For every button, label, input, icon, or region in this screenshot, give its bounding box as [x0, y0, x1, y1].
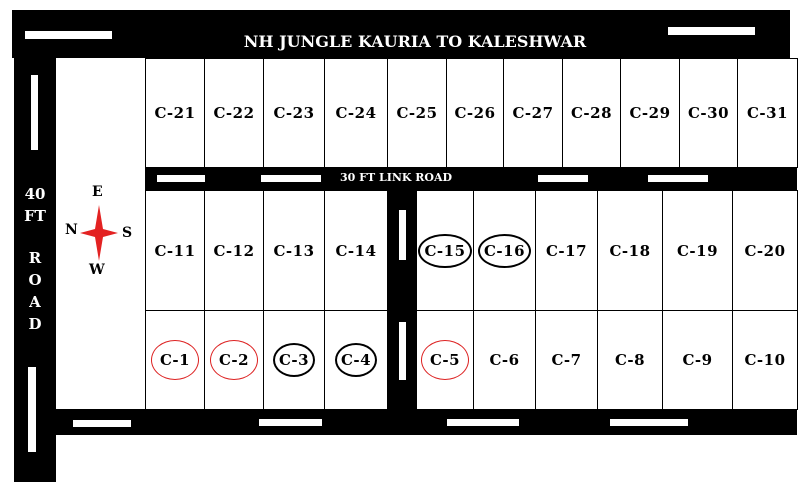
- plot-c-17: C-17: [535, 190, 598, 311]
- plot-label: C-3: [272, 343, 316, 377]
- plot-c-21: C-21: [145, 58, 205, 168]
- link-road: [145, 167, 797, 190]
- plot-c-14: C-14: [324, 190, 388, 311]
- plot-c-22: C-22: [204, 58, 264, 168]
- plot-c-16: C-16: [473, 190, 536, 311]
- road-marking: [538, 175, 588, 182]
- road-label-part: FT: [24, 207, 46, 225]
- road-label-part: A: [29, 293, 41, 311]
- plot-label: C-26: [454, 104, 496, 122]
- compass-star-icon: [80, 205, 118, 261]
- road-marking: [31, 75, 38, 150]
- plot-c-15: C-15: [416, 190, 474, 311]
- plot-label: C-23: [273, 104, 315, 122]
- plot-c-23: C-23: [263, 58, 325, 168]
- plot-c-10: C-10: [732, 310, 798, 410]
- road-marking: [25, 31, 112, 39]
- plot-label: C-13: [273, 241, 315, 260]
- road-marking: [399, 322, 406, 380]
- plot-c-29: C-29: [620, 58, 680, 168]
- plot-c-9: C-9: [662, 310, 733, 410]
- road-marking: [610, 419, 688, 426]
- plot-c-26: C-26: [446, 58, 504, 168]
- compass-east: E: [92, 184, 103, 200]
- nh-road-label: NH JUNGLE KAURIA TO KALESHWAR: [243, 32, 587, 51]
- plot-label: C-10: [744, 351, 786, 369]
- plot-label: C-9: [682, 351, 713, 369]
- plot-c-19: C-19: [662, 190, 733, 311]
- plot-c-2: C-2: [204, 310, 264, 410]
- plot-label: C-22: [213, 104, 255, 122]
- plot-label: C-1: [150, 340, 200, 380]
- nh-road: [12, 10, 790, 58]
- plot-c-6: C-6: [473, 310, 536, 410]
- plot-c-30: C-30: [679, 58, 738, 168]
- plot-c-20: C-20: [732, 190, 798, 311]
- plot-label: C-17: [545, 241, 588, 260]
- plot-label: C-5: [420, 340, 470, 380]
- plot-c-5: C-5: [416, 310, 474, 410]
- road-marking: [648, 175, 708, 182]
- road-label-part: D: [28, 315, 42, 333]
- plot-label: C-19: [676, 241, 719, 260]
- plot-c-4: C-4: [324, 310, 388, 410]
- plot-c-12: C-12: [204, 190, 264, 311]
- road-marking: [73, 420, 131, 427]
- compass-north: N: [65, 222, 78, 238]
- plot-c-1: C-1: [145, 310, 205, 410]
- road-marking: [668, 27, 755, 35]
- plot-c-28: C-28: [562, 58, 621, 168]
- compass-south: S: [122, 225, 133, 241]
- plot-label: C-2: [209, 340, 259, 380]
- plot-label: C-4: [334, 343, 378, 377]
- plot-label: C-18: [609, 241, 651, 260]
- plot-label: C-8: [614, 351, 646, 369]
- road-marking: [399, 210, 406, 260]
- plot-label: C-12: [213, 241, 255, 260]
- plot-label: C-25: [396, 104, 438, 122]
- plot-label: C-24: [335, 104, 377, 122]
- plot-label: C-20: [744, 241, 786, 260]
- road-marking: [261, 175, 321, 182]
- plot-c-11: C-11: [145, 190, 205, 311]
- road-marking: [28, 367, 36, 452]
- plot-c-24: C-24: [324, 58, 388, 168]
- road-label-part: 40: [24, 185, 46, 203]
- plot-label: C-14: [335, 241, 377, 260]
- plot-c-25: C-25: [387, 58, 447, 168]
- road-label-part: R: [28, 249, 42, 267]
- road-marking: [157, 175, 205, 182]
- plot-label: C-15: [418, 233, 472, 268]
- road-label-part: O: [28, 271, 42, 289]
- plot-c-8: C-8: [597, 310, 663, 410]
- plot-label: C-30: [687, 104, 730, 122]
- plot-c-3: C-3: [263, 310, 325, 410]
- plot-label: C-11: [154, 241, 196, 260]
- plot-label: C-27: [512, 104, 554, 122]
- plot-c-31: C-31: [737, 58, 798, 168]
- plot-label: C-16: [477, 233, 532, 268]
- road-marking: [259, 419, 322, 426]
- plot-c-27: C-27: [503, 58, 563, 168]
- plot-label: C-7: [551, 351, 582, 369]
- compass-west: W: [89, 262, 105, 278]
- link-road-label: 30 FT LINK ROAD: [340, 171, 453, 184]
- plot-label: C-29: [629, 104, 671, 122]
- 40ft-road-label: 40 FT R O A D: [14, 183, 56, 335]
- plot-c-18: C-18: [597, 190, 663, 311]
- plot-c-13: C-13: [263, 190, 325, 311]
- plot-label: C-6: [489, 351, 520, 369]
- plot-label: C-31: [746, 104, 789, 122]
- plot-label: C-21: [154, 104, 196, 122]
- plot-label: C-28: [570, 104, 613, 122]
- plot-c-7: C-7: [535, 310, 598, 410]
- road-marking: [447, 419, 519, 426]
